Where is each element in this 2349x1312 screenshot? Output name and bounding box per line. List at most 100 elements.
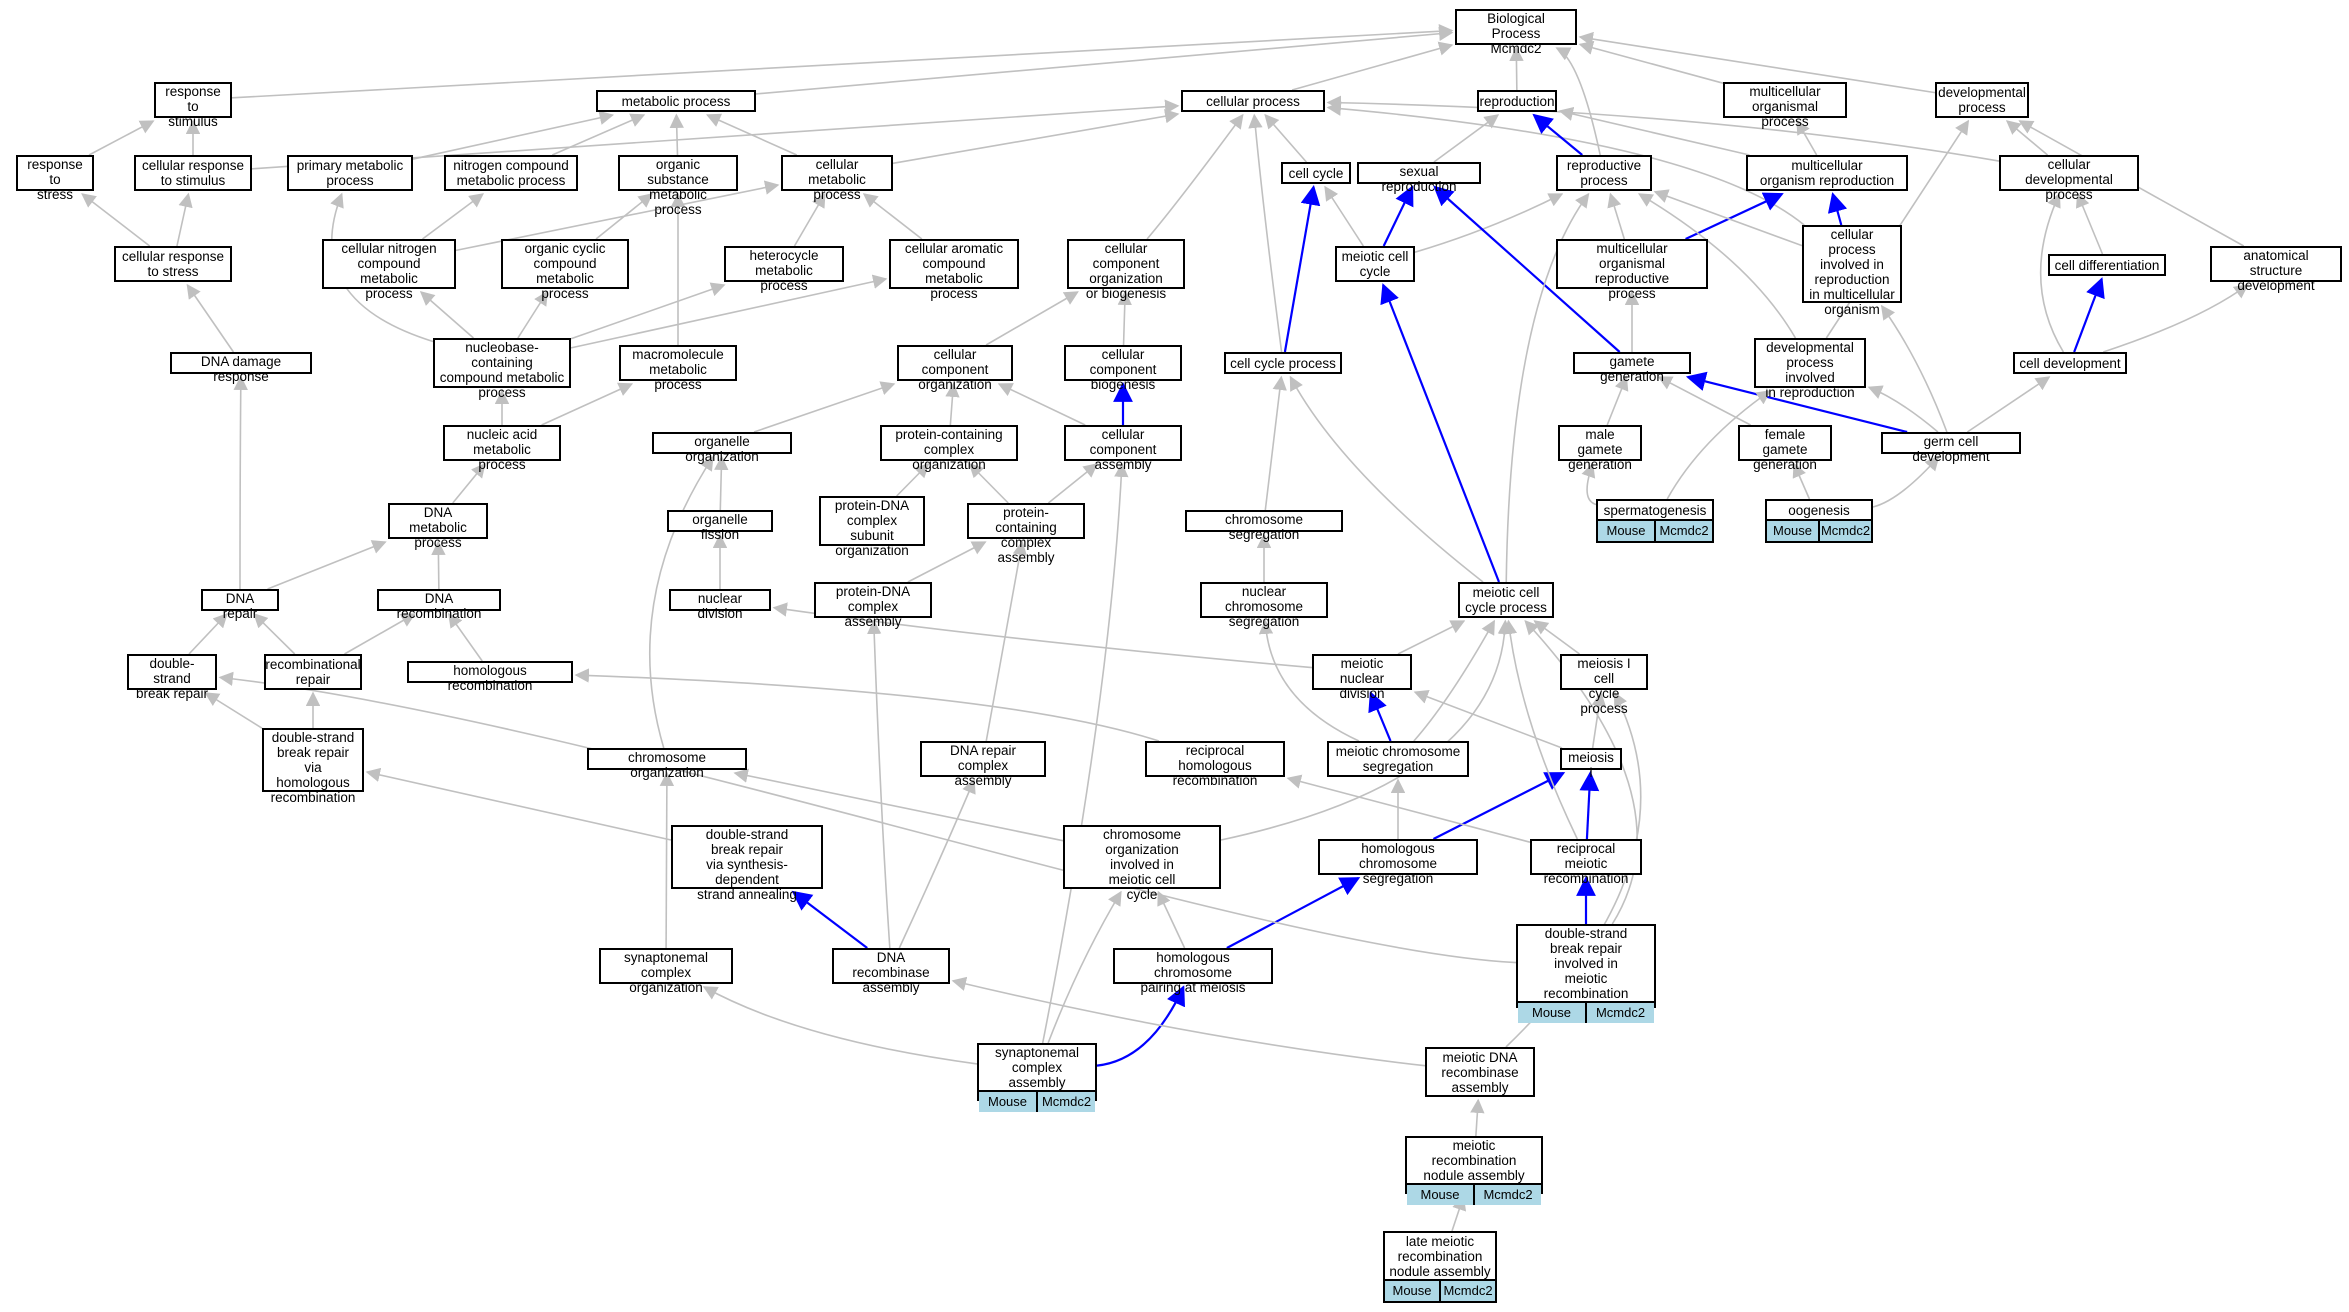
go-term-node-org-subst[interactable]: organic substance metabolic process [618,155,738,217]
go-term-node-cell-nitrogen[interactable]: cellular nitrogen compound metabolic pro… [322,239,456,301]
go-term-node-germ-cell-dev[interactable]: germ cell development [1881,432,2021,464]
go-term-node-devproc[interactable]: developmental process [1935,82,2029,118]
go-term-node-gamete-gen[interactable]: gamete generation [1573,352,1691,384]
go-term-node-resp-stim[interactable]: response to stimulus [154,82,232,129]
go-term-node-recip-homol[interactable]: reciprocal homologous recombination [1145,741,1285,788]
go-term-node-cc-org[interactable]: cellular component organization [897,345,1013,392]
edge-mc_org_repro-to-multicell [1796,119,1818,156]
go-term-node-cell-resp-stim[interactable]: cellular response to stimulus [134,155,252,191]
go-term-node-prot-complex-assembly[interactable]: protein-containing complex assembly [967,503,1085,565]
go-term-node-male-gamete[interactable]: male gamete generation [1558,425,1642,472]
gene-tag[interactable]: Mcmdc2 [1654,521,1712,541]
edge-devproc-to-root [1578,31,1936,94]
go-term-node-meiotic-dna-recombinase[interactable]: meiotic DNA recombinase assembly [1425,1047,1535,1097]
go-term-node-repro-proc[interactable]: reproductive process [1556,155,1652,191]
go-term-node-dna-metab[interactable]: DNA metabolic process [388,503,488,550]
go-term-node-chrom-org[interactable]: chromosome organization [587,748,747,780]
go-term-node-cc-assembly[interactable]: cellular component assembly [1064,425,1182,472]
go-term-node-primary-metab[interactable]: primary metabolic process [287,155,413,191]
go-term-node-sex-repro[interactable]: sexual reproduction [1357,162,1481,194]
species-tag[interactable]: Mouse [1598,521,1654,541]
go-term-node-anat-dev[interactable]: anatomical structure development [2210,246,2342,293]
go-term-node-macromol[interactable]: macromolecule metabolic process [619,345,737,392]
go-term-node-dna-recombinase[interactable]: DNA recombinase assembly [832,948,950,995]
go-term-node-prot-dna-subunit[interactable]: protein-DNA complex subunit organization [819,496,925,558]
go-term-node-cell-cycle[interactable]: cell cycle [1281,162,1351,184]
go-term-node-cell-aromatic[interactable]: cellular aromatic compound metabolic pro… [889,239,1019,301]
go-term-node-org-cyclic[interactable]: organic cyclic compound metabolic proces… [501,239,629,301]
go-term-node-chrom-org-meiotic[interactable]: chromosome organization involved in meio… [1063,825,1221,902]
go-term-node-cc-biogen[interactable]: cellular component biogenesis [1064,345,1182,392]
edge-cc_biogen-to-cc_org_biogen [1117,290,1132,346]
go-term-node-cell-dev[interactable]: cell development [2013,352,2127,374]
species-tag[interactable]: Mouse [1385,1281,1439,1301]
edge-gamete_gen-to-sex_repro [1433,185,1621,353]
go-term-node-female-gamete[interactable]: female gamete generation [1738,425,1832,472]
gene-tag[interactable]: Mcmdc2 [1439,1281,1495,1301]
go-term-node-mc-org-repro[interactable]: multicellular organism reproduction [1746,155,1908,191]
go-term-node-homol-chrom-seg[interactable]: homologous chromosome segregation [1318,839,1478,886]
species-tag[interactable]: Mouse [1767,521,1818,541]
go-term-node-meiotic-chrom-seg[interactable]: meiotic chromosome segregation [1327,741,1469,777]
go-term-node-cell-metab[interactable]: cellular metabolic process [781,155,893,202]
go-term-node-meiosis1[interactable]: meiosis I [1560,748,1622,780]
go-term-node-organelle-org[interactable]: organelle organization [652,432,792,464]
gene-tag[interactable]: Mcmdc2 [1585,1003,1654,1023]
gene-tag[interactable]: Mcmdc2 [1473,1185,1541,1205]
go-term-node-meiotic-cc-proc[interactable]: meiotic cell cycle process [1458,582,1554,618]
go-term-node-dna-damage[interactable]: DNA damage response [170,352,312,384]
go-term-node-mc-repro-proc[interactable]: multicellular organismal reproductive pr… [1556,239,1708,301]
go-term-node-cc-org-biogen[interactable]: cellular component organization or bioge… [1067,239,1185,301]
gene-tag[interactable]: Mcmdc2 [1036,1092,1095,1112]
go-term-node-repro[interactable]: reproduction [1477,90,1557,112]
go-term-node-recomb-repair[interactable]: recombinational repair [264,654,362,690]
go-term-node-dna-recomb[interactable]: DNA recombination [377,589,501,621]
go-term-node-meiotic-nuc-div[interactable]: meiotic nuclear division [1312,654,1412,701]
go-term-label: response to stress [27,157,83,202]
go-term-node-nucleic-acid[interactable]: nucleic acid metabolic process [443,425,561,472]
go-term-node-nuclear-div[interactable]: nuclear division [669,589,771,621]
go-term-node-cell-cycle-proc[interactable]: cell cycle process [1224,352,1342,374]
go-term-node-heterocycle[interactable]: heterocycle metabolic process [724,246,844,293]
go-term-node-dev-in-repro[interactable]: developmental process involved in reprod… [1754,338,1866,400]
go-term-node-meiosis1-cc[interactable]: meiosis I cell cycle process [1560,654,1648,716]
go-term-node-prot-complex-org[interactable]: protein-containing complex organization [880,425,1018,472]
go-term-node-homol-pairing[interactable]: homologous chromosome pairing at meiosis [1113,948,1273,995]
go-term-node-root[interactable]: Biological Process Mcmdc2 [1455,9,1577,56]
go-term-node-chrom-seg[interactable]: chromosome segregation [1185,510,1343,542]
go-term-node-cp-in-repro[interactable]: cellular process involved in reproductio… [1802,225,1902,317]
species-tag[interactable]: Mouse [1407,1185,1473,1205]
go-term-node-dsb-sda[interactable]: double-strand break repair via synthesis… [671,825,823,902]
go-term-node-cell-resp-stress[interactable]: cellular response to stress [114,246,232,282]
go-term-node-metab[interactable]: metabolic process [596,90,756,112]
go-term-node-dna-repair[interactable]: DNA repair [201,589,279,621]
go-term-node-organelle-fission[interactable]: organelle fission [667,510,773,542]
go-term-node-multicell[interactable]: multicellular organismal process [1723,82,1847,129]
go-term-node-dna-repair-complex[interactable]: DNA repair complex assembly [920,741,1046,788]
go-term-node-dsb-meiotic[interactable]: double-strand break repair involved in m… [1516,924,1656,1023]
go-term-node-synaptonemal-org[interactable]: synaptonemal complex organization [599,948,733,995]
go-term-node-homol-recomb[interactable]: homologous recombination [407,661,573,693]
go-term-node-dsb-hr[interactable]: double-strand break repair via homologou… [262,728,364,805]
go-term-node-late-meiotic-nodule[interactable]: late meiotic recombination nodule assemb… [1383,1231,1497,1303]
edge-male_gamete-to-gamete_gen [1606,375,1629,426]
gene-tag[interactable]: Mcmdc2 [1818,521,1871,541]
go-term-node-recip-meiotic[interactable]: reciprocal meiotic recombination [1530,839,1642,886]
go-term-node-nuc-chrom-seg[interactable]: nuclear chromosome segregation [1200,582,1328,629]
go-term-node-cell-diff[interactable]: cell differentiation [2048,254,2166,276]
go-term-node-prot-dna-assembly[interactable]: protein-DNA complex assembly [814,582,932,629]
go-term-node-nucleobase[interactable]: nucleobase-containing compound metabolic… [433,338,571,400]
go-term-node-cell-dev-proc[interactable]: cellular developmental process [1999,155,2139,202]
go-term-node-resp-stress[interactable]: response to stress [16,155,94,202]
edge-meiotic_chrom_seg-to-meiotic_nuc_div [1368,691,1392,742]
go-term-node-meiotic-cell-cycle[interactable]: meiotic cell cycle [1335,246,1415,282]
species-tag[interactable]: Mouse [979,1092,1036,1112]
go-term-node-dsb-repair[interactable]: double-strand break repair [127,654,217,701]
go-term-node-cellular[interactable]: cellular process [1181,90,1325,112]
species-tag[interactable]: Mouse [1518,1003,1585,1023]
go-term-node-nitrogen[interactable]: nitrogen compound metabolic process [444,155,578,191]
